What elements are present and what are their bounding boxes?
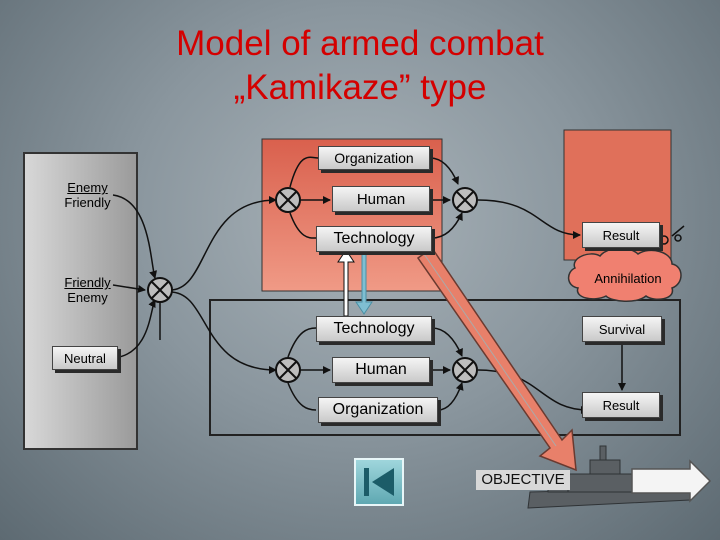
down-arrow (355, 253, 373, 315)
top-human-box: Human (332, 186, 430, 212)
bottom-technology-box: Technology (316, 316, 432, 342)
bottom-organization-box: Organization (318, 397, 438, 423)
neutral-box: Neutral (52, 346, 118, 370)
kamikaze-arrow (416, 246, 577, 472)
label-enemy: Enemy (67, 180, 108, 195)
bottom-result-label: Result (602, 397, 640, 413)
title-line-1: Model of armed combat (176, 24, 544, 63)
top-organization-box: Organization (318, 146, 430, 170)
loose-end-icons (659, 225, 685, 245)
top-organization-label: Organization (334, 150, 414, 166)
label-enemy-friendly: Enemy Friendly (40, 180, 135, 210)
first-slide-button[interactable] (354, 458, 404, 506)
bottom-organization-label: Organization (332, 401, 424, 418)
connection-lines (112, 156, 626, 414)
label-friendly-enemy: Friendly Enemy (40, 275, 135, 305)
junction-icons (147, 187, 478, 383)
up-arrow (337, 249, 355, 317)
bottom-side-region (209, 299, 681, 436)
annihilation-cloud (567, 247, 682, 302)
next-arrow-icon (631, 459, 712, 503)
label-friendly: Friendly (64, 195, 111, 210)
top-result-box: Result (582, 222, 660, 248)
left-panel (23, 152, 138, 450)
bottom-technology-label: Technology (333, 320, 415, 337)
junction-icon-bottom-left (275, 357, 301, 383)
top-technology-box: Technology (316, 226, 432, 252)
top-result-label: Result (602, 227, 640, 243)
survival-label: Survival (598, 321, 646, 337)
title-line-2: „Kamikaze” type (233, 68, 487, 107)
next-slide-button[interactable] (630, 459, 712, 503)
label-enemy-2: Enemy (67, 290, 108, 305)
label-friendly-2: Friendly (64, 275, 111, 290)
survival-box: Survival (582, 316, 662, 342)
junction-icon-bottom-right (452, 357, 478, 383)
top-technology-label: Technology (333, 230, 415, 247)
junction-icon-top-left (275, 187, 301, 213)
neutral-label: Neutral (64, 350, 106, 366)
slide-title: Model of armed combat „Kamikaze” type (0, 22, 720, 110)
bottom-human-label: Human (355, 361, 407, 378)
annihilation-label: Annihilation (594, 271, 662, 286)
bottom-human-box: Human (332, 357, 430, 383)
technology-link-arrows (337, 249, 373, 317)
objective-label: OBJECTIVE (476, 470, 570, 490)
junction-icon-left (147, 277, 173, 303)
skip-back-icon (364, 468, 394, 496)
junction-icon-top-right (452, 187, 478, 213)
top-human-label: Human (356, 190, 406, 208)
bottom-result-box: Result (582, 392, 660, 418)
